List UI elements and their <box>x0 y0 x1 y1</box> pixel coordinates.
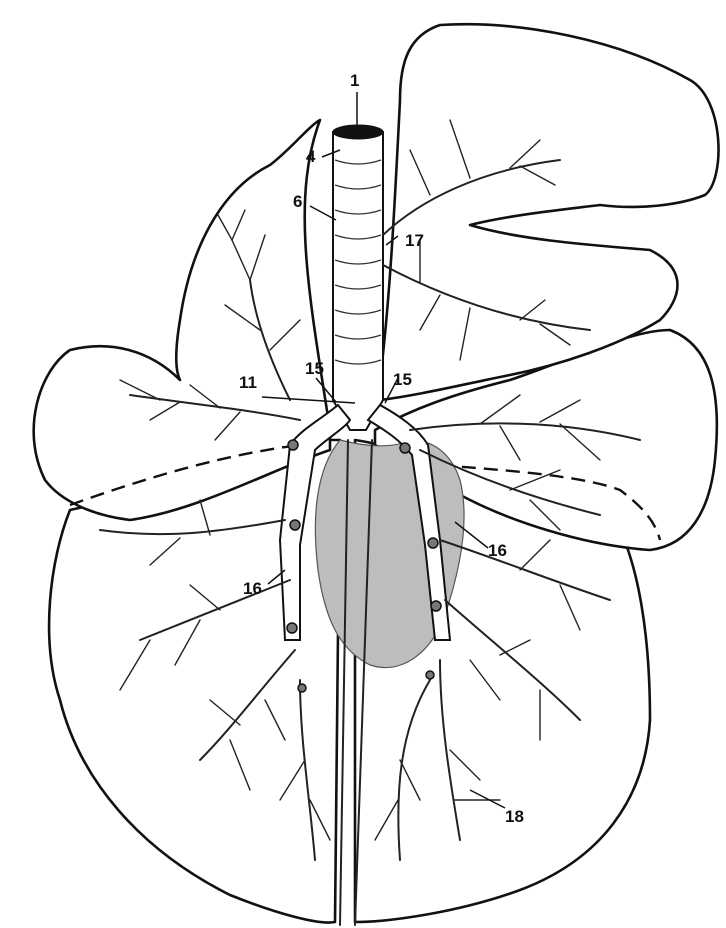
label-6: 6 <box>293 192 302 211</box>
label-11: 11 <box>239 373 257 392</box>
tracheal-lumen <box>333 125 383 139</box>
label-15-left: 15 <box>305 359 324 378</box>
trachea <box>333 132 383 430</box>
left-cranial-lobe <box>34 120 330 520</box>
label-16-right: 16 <box>488 541 507 560</box>
label-16-left: 16 <box>243 579 262 598</box>
label-1: 1 <box>350 71 359 90</box>
label-4: 4 <box>306 147 316 166</box>
label-17: 17 <box>405 231 424 250</box>
label-15-right: 15 <box>393 370 412 389</box>
label-18: 18 <box>505 807 524 826</box>
